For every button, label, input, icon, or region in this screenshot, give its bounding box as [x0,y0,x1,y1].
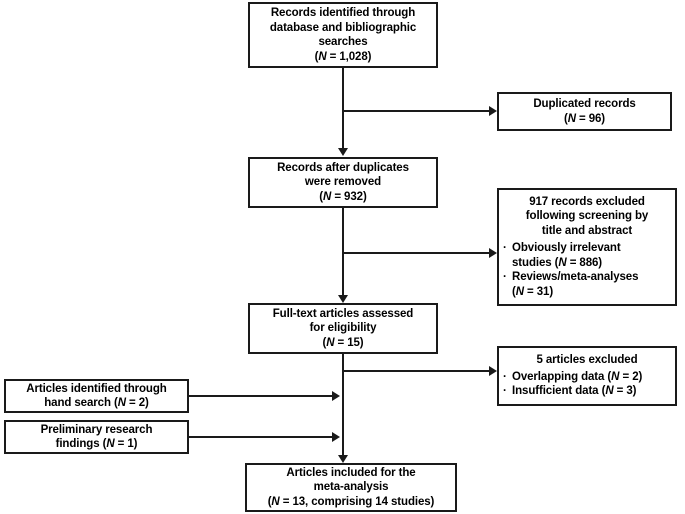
bullet-2-line2: (N = 31) [512,285,554,298]
bullet-dot-icon: · [503,271,507,284]
connector-to-screening-excluded [342,252,490,254]
screening-excluded-line1: 917 records excluded [529,195,645,208]
box-hand-search: Articles identified through hand search … [4,379,189,413]
bullet-2-line1: Reviews/meta-analyses [512,271,639,284]
connector-fulltext-to-included [342,354,344,460]
articles-excluded-bullet-1-text: Overlapping data (N = 2) [512,370,643,383]
articles-excluded-bullets: · Overlapping data (N = 2) · Insufficien… [503,370,671,399]
screening-excluded-line2: following screening by [525,210,649,223]
bullet-dot-icon: · [503,242,507,255]
included-line1: Articles included for the [286,466,416,479]
screening-excluded-bullet-1: · Obviously irrelevant [503,241,621,256]
connector-preliminary-to-trunk [189,436,333,438]
box-screening-excluded: 917 records excluded following screening… [497,188,677,306]
screening-excluded-bullet-2-cont: (N = 31) [503,285,553,300]
screening-excluded-bullet-2: · Reviews/meta-analyses [503,270,639,285]
connector-to-articles-excluded [342,370,490,372]
after-duplicates-line1: Records after duplicates [277,161,409,174]
arrowhead-down-fulltext [338,295,348,303]
preliminary-line2: findings (N = 1) [55,438,138,450]
fulltext-line1: Full-text articles assessed [272,307,414,320]
records-identified-count: (N = 1,028) [314,50,372,63]
arrowhead-right-articles-excluded [489,366,497,376]
arrowhead-down-afterdup [338,148,348,156]
bullet-dot-icon: · [503,385,507,398]
box-preliminary-findings: Preliminary research findings (N = 1) [4,420,189,454]
articles-excluded-bullet-2-text: Insufficient data (N = 3) [512,385,637,398]
bullet-1-line2: studies (N = 886) [512,256,603,269]
box-records-identified: Records identified through database and … [248,2,438,68]
bullet-1-text: Obviously irrelevant [512,241,621,256]
articles-excluded-bullet-2: · Insufficient data (N = 3) [503,384,636,399]
box-fulltext-assessed: Full-text articles assessed for eligibil… [248,303,438,354]
bullet-dot-icon: · [503,370,507,383]
box-articles-excluded: 5 articles excluded · Overlapping data (… [497,346,677,406]
fulltext-count: (N = 15) [322,336,364,349]
after-duplicates-count: (N = 932) [319,190,367,203]
connector-identified-to-afterdup [342,68,344,149]
arrowhead-right-preliminary [332,432,340,442]
included-line3: (N = 13, comprising 14 studies) [267,495,435,508]
box-duplicated-records: Duplicated records (N = 96) [497,92,672,131]
box-records-after-duplicates: Records after duplicates were removed (N… [248,157,438,208]
bullet-1-line1: Obviously irrelevant [512,242,621,255]
duplicated-count: (N = 96) [563,112,606,125]
connector-to-duplicated [342,110,490,112]
box-articles-included: Articles included for the meta-analysis … [245,463,457,512]
hand-search-line2: hand search (N = 2) [44,397,149,409]
after-duplicates-line2: were removed [304,176,382,189]
arrowhead-right-duplicated [489,106,497,116]
records-identified-line1: Records identified through [270,7,416,19]
connector-handsearch-to-trunk [189,395,333,397]
screening-excluded-bullet-1-cont: studies (N = 886) [503,256,602,271]
records-identified-line2: database and bibliographic [269,21,417,34]
included-line2: meta-analysis [313,481,389,494]
arrowhead-right-screening-excluded [489,248,497,258]
articles-excluded-bullet-1: · Overlapping data (N = 2) [503,370,642,385]
fulltext-line2: for eligibility [309,322,377,335]
arrowhead-right-handsearch [332,391,340,401]
arrowhead-down-included [338,455,348,463]
records-identified-line3: searches [318,36,368,48]
articles-excluded-line1: 5 articles excluded [536,354,638,367]
preliminary-line1: Preliminary research [40,423,153,436]
screening-excluded-bullets: · Obviously irrelevant studies (N = 886)… [503,241,671,299]
duplicated-line1: Duplicated records [533,98,636,110]
hand-search-line1: Articles identified through [26,382,167,395]
screening-excluded-line3: title and abstract [541,224,633,237]
